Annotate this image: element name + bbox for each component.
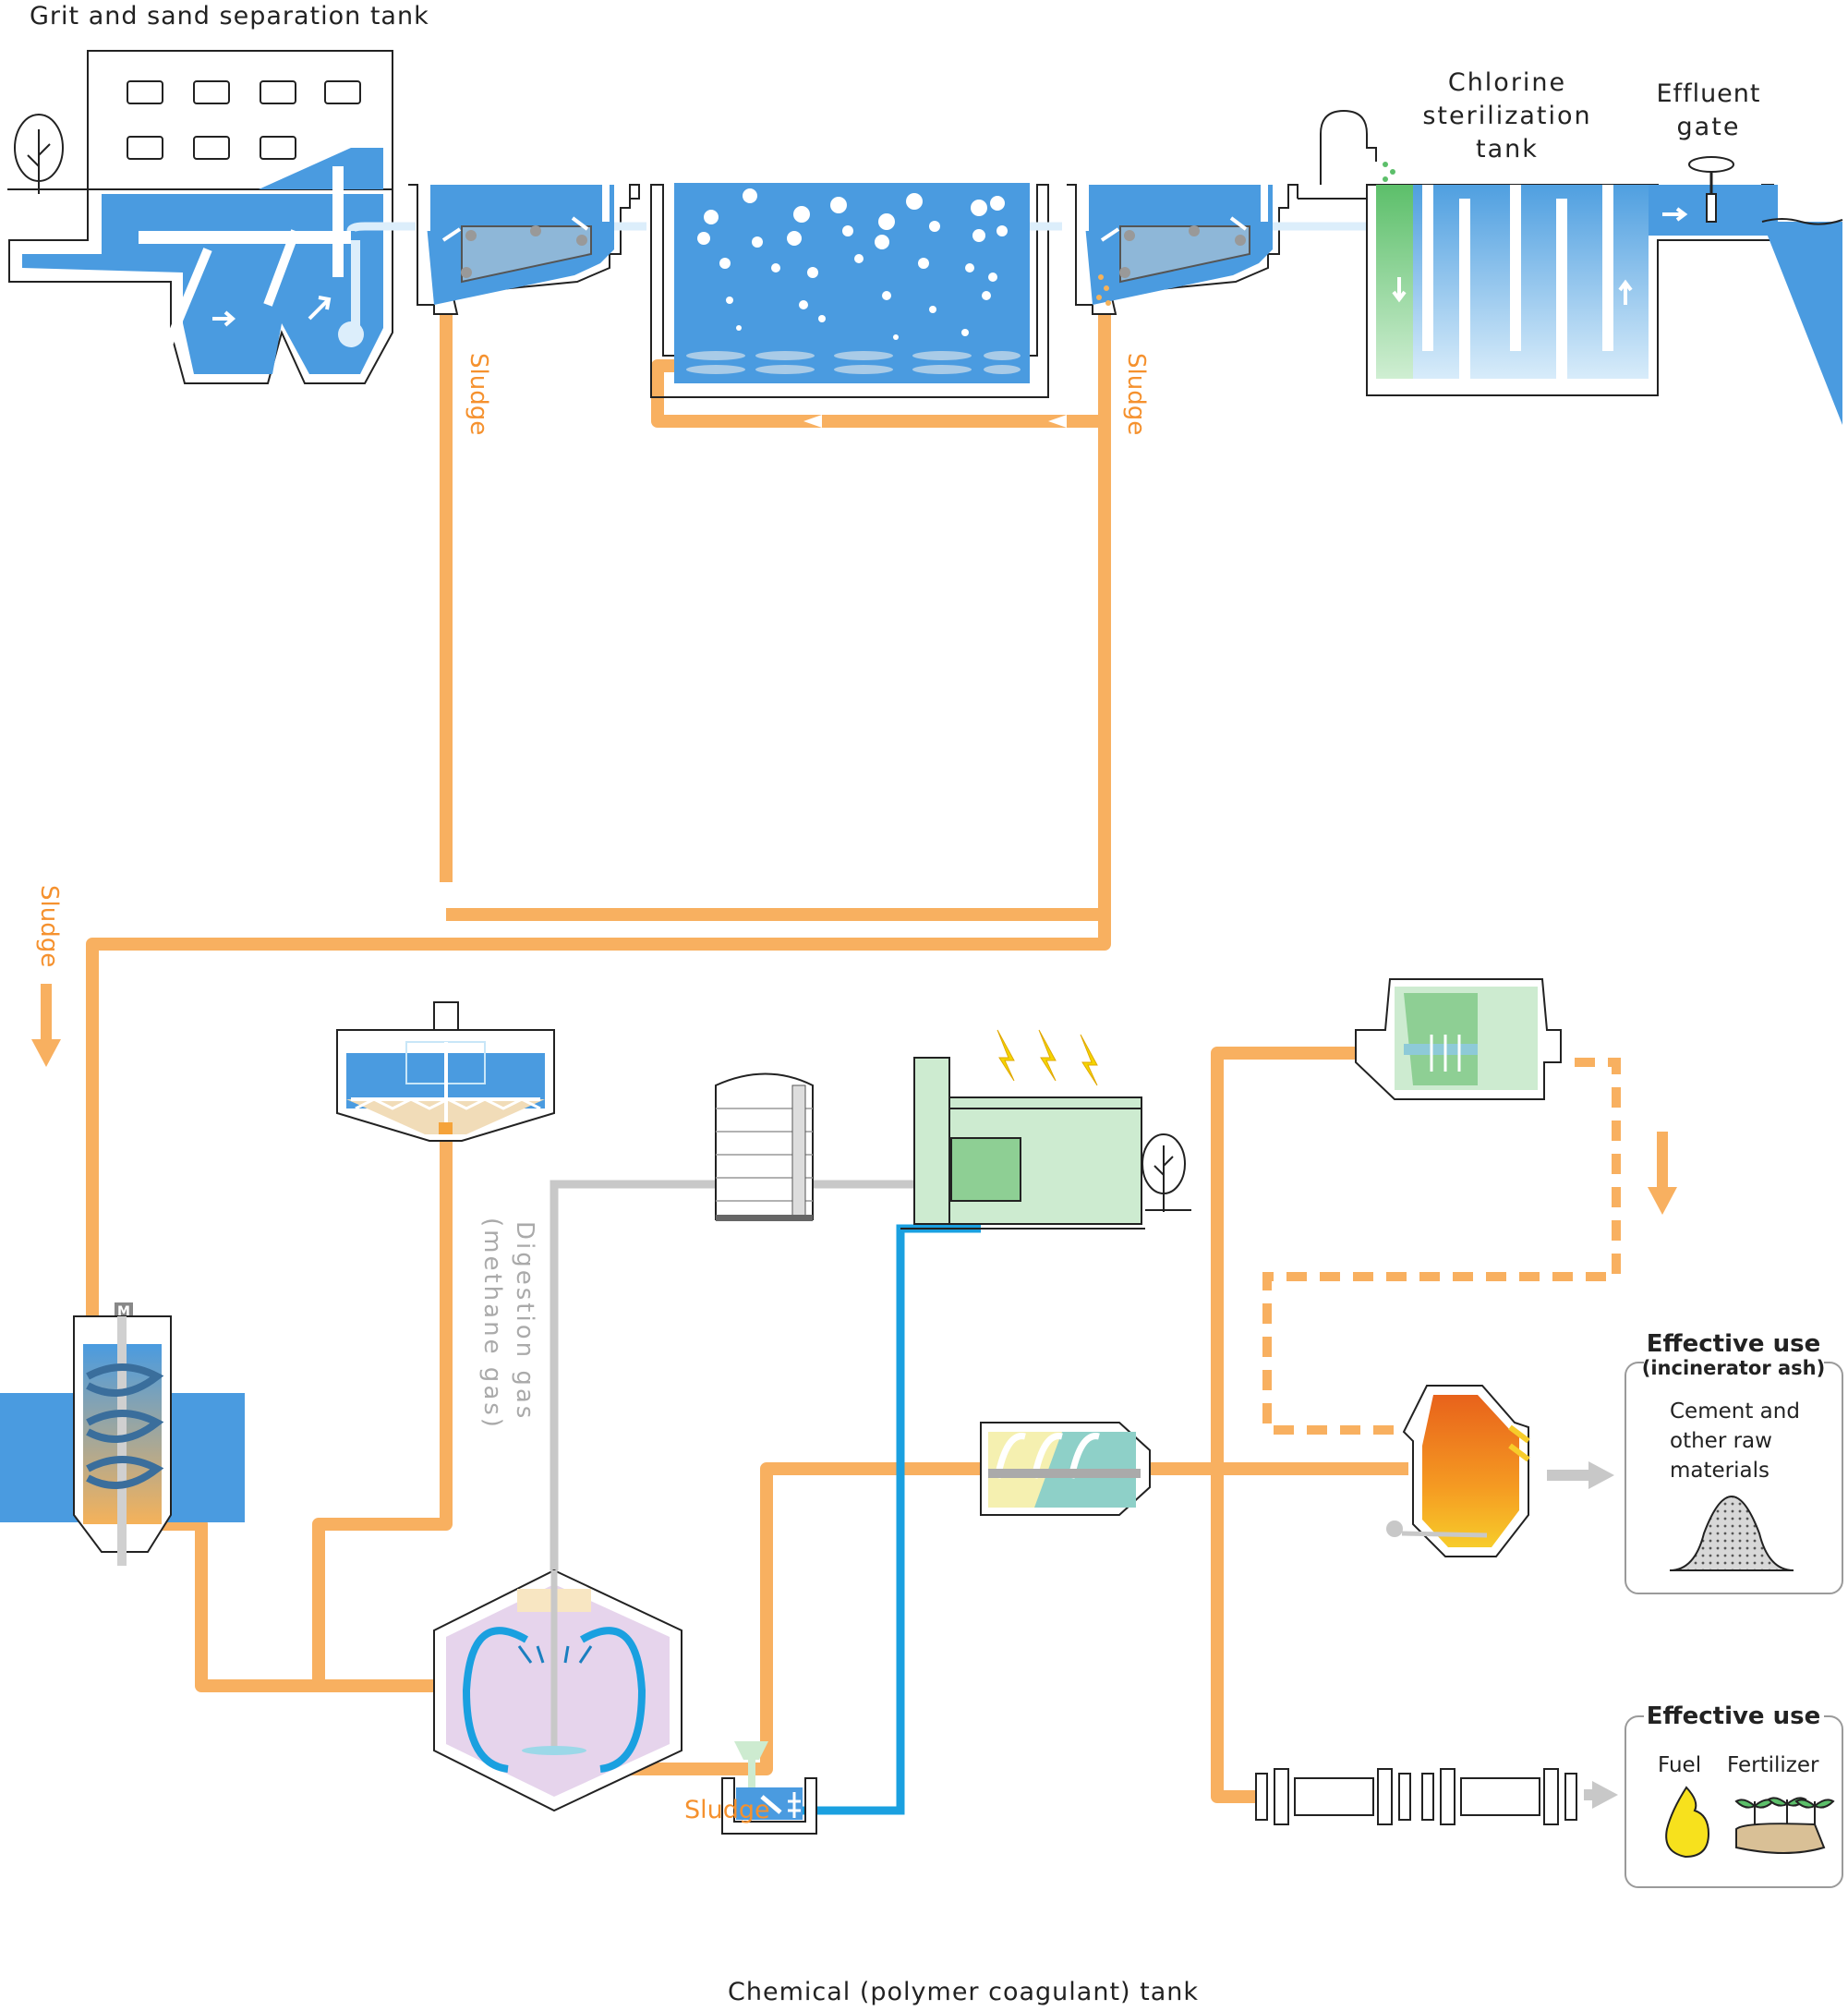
gravity-thickener [336,1001,555,1142]
effluent-gate-label-1: Effluent [1657,79,1761,108]
effective-use-fuel-label: Fuel [1658,1753,1701,1777]
primary-sedimentation-tank [408,184,646,315]
digestion-gas-label-2: (methane gas) [478,1218,506,1430]
kiln [1255,1768,1577,1825]
motor-mark: M [117,1304,130,1319]
aeration-tank [650,183,1062,398]
air-bubbles [697,188,1008,340]
digester [433,1569,682,1812]
chemical-pipe [785,1224,981,1815]
thickener-outlet-pipe [312,1141,453,1686]
final-sedimentation-tank [1067,184,1376,315]
effective-use-fertilizer-label: Fertilizer [1727,1753,1819,1777]
grit-tank [8,50,416,384]
fuel-flame-icon [1665,1786,1710,1859]
effective-use-ash-line1: Cement and [1670,1399,1800,1423]
digestion-gas-label-1: Digestion gas [511,1221,538,1421]
sludge-digester-label: Sludge [684,1796,770,1824]
screw-thickener [0,1302,245,1566]
effective-use-ash-box [1625,1330,1843,1594]
effluent-gate-label-2: gate [1677,113,1741,141]
incinerator [1386,1385,1530,1557]
effective-use-fuel-box [1625,1695,1843,1888]
flow-arrows [31,415,1677,1809]
ash-dashed-route [1262,1058,1621,1435]
screw-outlet-pipe [152,1518,434,1692]
chlorine-tank-label-3: tank [1476,135,1539,164]
chlorine-tank-label-2: sterilization [1422,102,1591,130]
fertilizer-plant-icon [1734,1797,1835,1854]
chemical-tank-label: Chemical (polymer coagulant) tank [728,1978,1199,2006]
sludge-pipes [86,314,1408,1803]
chlorine-tank-label-1: Chlorine [1448,68,1566,97]
digested-sludge-pipe [628,1462,981,1775]
grit-tank-label: Grit and sand separation tank [30,2,429,30]
effective-use-ash-line3: materials [1670,1459,1769,1483]
effective-use-ash-title: Effective use [1647,1330,1820,1358]
gas-pipe [550,1180,914,1570]
tree-icon [14,114,64,194]
dewatering-machine [980,1422,1151,1516]
branch-pipe [1211,1047,1358,1803]
effluent-gate [1688,156,1843,425]
return-sludge-pipe [651,359,1105,428]
dryer [1355,978,1562,1100]
effective-use-ash-line2: other raw [1670,1429,1772,1453]
gas-generator [900,1029,1191,1230]
final-sludge-pipe [86,314,1111,1321]
diffusers [686,351,1021,374]
effective-use-2-title: Effective use [1647,1702,1820,1730]
chemical-tank [721,1741,817,1835]
sludge-final-label: Sludge [1122,353,1150,435]
sludge-left-label: Sludge [35,885,63,967]
chlorine-sterilization-tank [1298,109,1778,396]
effective-use-ash-subtitle: (incinerator ash) [1642,1357,1825,1379]
sludge-primary-label: Sludge [465,353,492,435]
gas-holder [715,1072,814,1221]
